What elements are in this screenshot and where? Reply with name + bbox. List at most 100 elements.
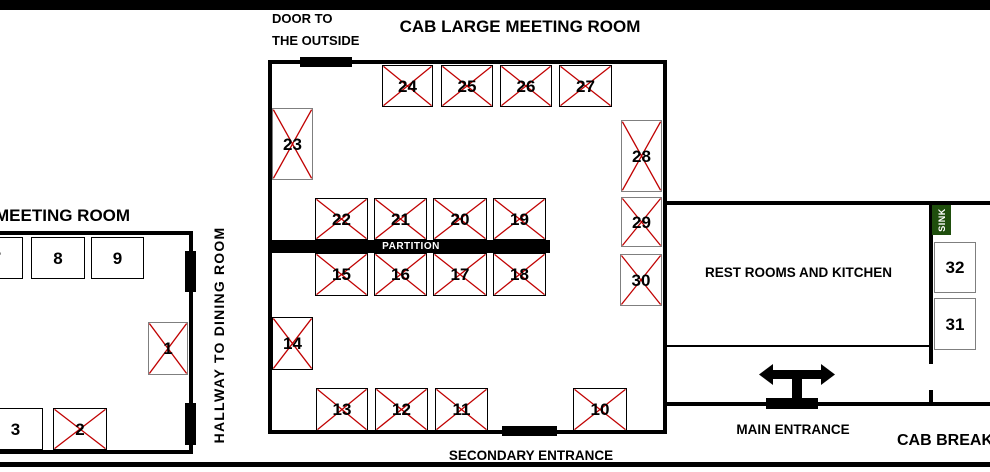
table-number: 8 (53, 248, 63, 268)
crossed-out-icon (316, 254, 367, 295)
crossed-out-icon (621, 255, 661, 305)
crossed-out-icon (375, 254, 426, 295)
left-room-walls (0, 231, 193, 454)
table-8: 8 (31, 237, 85, 279)
crossed-out-icon (442, 66, 492, 106)
table-number: 23 (283, 134, 302, 154)
table-24: 24 (382, 65, 433, 107)
crossed-out-icon (574, 389, 626, 430)
table-number: 25 (457, 76, 477, 96)
table-number: 1 (163, 339, 173, 358)
table-number: 3 (10, 419, 21, 439)
crossed-out-icon (622, 121, 661, 191)
kitchen-right-wall-lower (929, 390, 933, 405)
table-17: 17 (433, 253, 487, 296)
bottom-separator-bar (0, 462, 990, 467)
table-number: 2 (75, 419, 85, 439)
crossed-out-icon (436, 389, 487, 430)
kitchen-top-wall (663, 201, 990, 205)
table-7: 7 (0, 237, 23, 279)
crossed-out-icon (560, 66, 611, 106)
table-22: 22 (315, 198, 368, 240)
table-27: 27 (559, 65, 612, 107)
restrooms-label: REST ROOMS AND KITCHEN (704, 265, 892, 280)
table-number: 24 (398, 76, 417, 96)
table-2: 2 (53, 408, 107, 450)
table-number: 21 (391, 209, 410, 229)
table-number: 13 (332, 400, 352, 419)
table-26: 26 (500, 65, 552, 107)
kitchen-right-wall (929, 201, 933, 364)
crossed-out-icon (622, 198, 661, 246)
table-1: 1 (148, 322, 188, 375)
table-number: 22 (332, 209, 351, 229)
table-number: 20 (450, 209, 470, 229)
table-number: 12 (392, 400, 411, 419)
break-room-title: CAB BREAK (897, 432, 990, 449)
crossed-out-icon (54, 409, 106, 449)
table-13: 13 (316, 388, 368, 431)
table-number: 31 (945, 314, 965, 334)
table-29: 29 (621, 197, 662, 247)
crossed-out-icon (273, 109, 312, 179)
entrance-wall (663, 402, 990, 406)
entrance-wall-connector (663, 402, 667, 434)
crossed-out-icon (434, 254, 486, 295)
table-number: 30 (631, 270, 651, 290)
table-21: 21 (374, 198, 427, 240)
partition-bar: PARTITION (272, 240, 550, 253)
table-14: 14 (272, 317, 313, 370)
door-to-outside-line1: DOOR TO (272, 11, 333, 26)
table-23: 23 (272, 108, 313, 180)
crossed-out-icon (375, 199, 426, 239)
table-number: 16 (391, 265, 410, 284)
door-marker-outside (300, 57, 352, 67)
main-room-title: CAB LARGE MEETING ROOM (399, 17, 641, 36)
table-number: 17 (450, 265, 470, 284)
left-room-title: MEETING ROOM (0, 206, 131, 225)
crossed-out-icon (494, 199, 545, 239)
door-to-outside-label: DOOR TO THE OUTSIDE (272, 8, 359, 52)
crossed-out-icon (383, 66, 432, 106)
table-19: 19 (493, 198, 546, 240)
table-15: 15 (315, 253, 368, 296)
sink-tag: SINK (932, 205, 951, 235)
table-number: 28 (632, 146, 651, 166)
table-number: 27 (576, 76, 595, 96)
main-entrance-label: MAIN ENTRANCE (736, 422, 850, 437)
crossed-out-icon (501, 66, 551, 106)
table-20: 20 (433, 198, 487, 240)
crossed-out-icon (434, 199, 486, 239)
table-number: 9 (112, 248, 123, 268)
door-marker-main-entrance (766, 398, 818, 409)
two-way-arrow-icon (759, 364, 835, 398)
table-number: 26 (516, 76, 536, 96)
crossed-out-icon (317, 389, 367, 430)
table-10: 10 (573, 388, 627, 431)
table-18: 18 (493, 253, 546, 296)
table-9: 9 (91, 237, 144, 279)
secondary-entrance-label: SECONDARY ENTRANCE (448, 448, 614, 463)
table-25: 25 (441, 65, 493, 107)
table-30: 30 (620, 254, 662, 306)
table-11: 11 (435, 388, 488, 431)
table-31: 31 (934, 298, 976, 350)
door-marker-hallway-upper (185, 251, 196, 292)
table-number: 32 (945, 258, 965, 277)
crossed-out-icon (494, 254, 545, 295)
partition-label: PARTITION (382, 241, 440, 252)
kitchen-bottom-wall (667, 345, 929, 347)
table-number: 15 (332, 265, 351, 284)
table-28: 28 (621, 120, 662, 192)
main-room-walls (268, 60, 667, 434)
table-number: 7 (0, 250, 1, 267)
crossed-out-icon (316, 199, 367, 239)
crossed-out-icon (376, 389, 427, 430)
door-marker-hallway-lower (185, 403, 196, 445)
table-number: 29 (632, 212, 651, 232)
table-number: 14 (283, 334, 302, 353)
door-to-outside-line2: THE OUTSIDE (272, 33, 360, 48)
crossed-out-icon (273, 318, 312, 369)
table-12: 12 (375, 388, 428, 431)
